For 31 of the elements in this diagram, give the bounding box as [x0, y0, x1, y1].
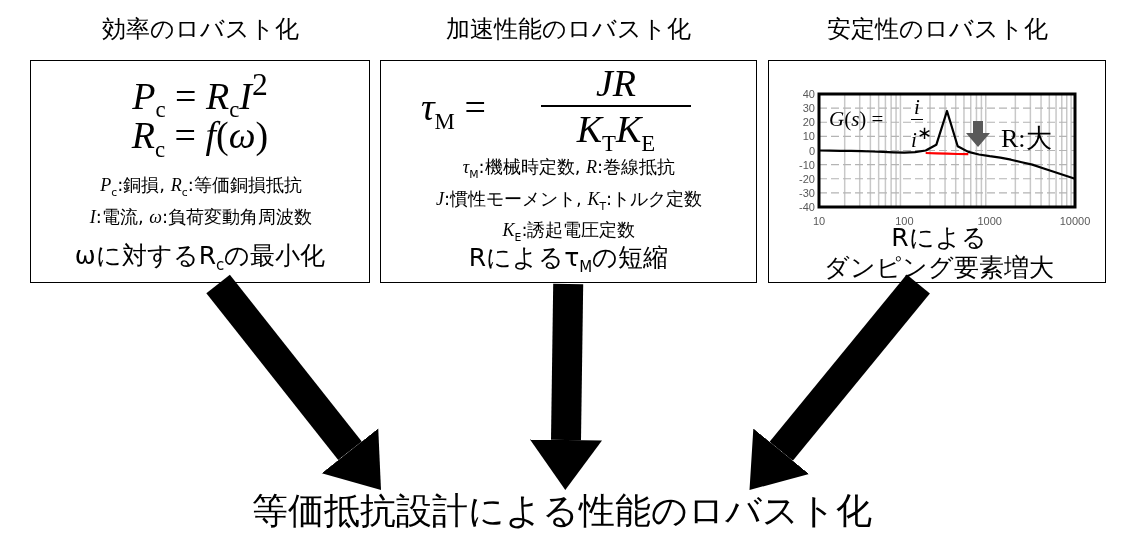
tick-label: 1000 [977, 215, 1002, 227]
tick-label: 10000 [1059, 215, 1091, 227]
tick-label: 10 [812, 215, 826, 227]
tick-label: -20 [799, 172, 815, 185]
equation-denominator: K$_{T}$K$_{E}$ [575, 107, 657, 158]
tick-label: 30 [802, 102, 815, 115]
equation-numerator: JR [541, 61, 691, 107]
result-text: ωに対するR$_{c}$の最小化 [73, 241, 327, 276]
panel-heading: 加速性能のロバスト化 [446, 14, 691, 45]
formula-numerator: i [911, 95, 923, 120]
tick-label: -40 [799, 201, 815, 213]
tick-label: -30 [799, 186, 815, 199]
formula-denominator: i$^{∗}$ [911, 122, 932, 152]
tick-label: 10 [802, 130, 815, 143]
formula-text: G(s) = [829, 107, 884, 131]
arrow [206, 274, 381, 490]
result-text: Rによるτ$_{M}$の短縮 [467, 243, 670, 278]
conclusion-text: 等価抵抗設計による性能のロバスト化 [252, 488, 872, 534]
panel-heading: 安定性のロバスト化 [826, 14, 1048, 45]
panel-heading: 効率のロバスト化 [101, 14, 299, 45]
symbol-definitions: τ$_{M}$:機械時定数, R:巻線抵抗 J:慣性モーメント, K$_{T}$:トルク定数 K$_{E}$:誘起電圧定数 [434, 155, 704, 245]
tick-label: 40 [802, 88, 815, 100]
tick-label: -10 [799, 158, 815, 171]
arrow [530, 283, 602, 490]
tick-label: 0 [808, 144, 815, 157]
symbol-definitions: P$_{c}$:銅損, R$_{c}$:等価銅損抵抗 I:電流, ω:負荷変動角周波数 [88, 173, 314, 229]
arrow [749, 274, 930, 490]
tick-label: 100 [895, 215, 914, 227]
equation: τ$_{M}$ = [421, 85, 486, 136]
tick-label: 20 [802, 116, 815, 129]
annotation-text: R:大 [1001, 127, 1052, 151]
